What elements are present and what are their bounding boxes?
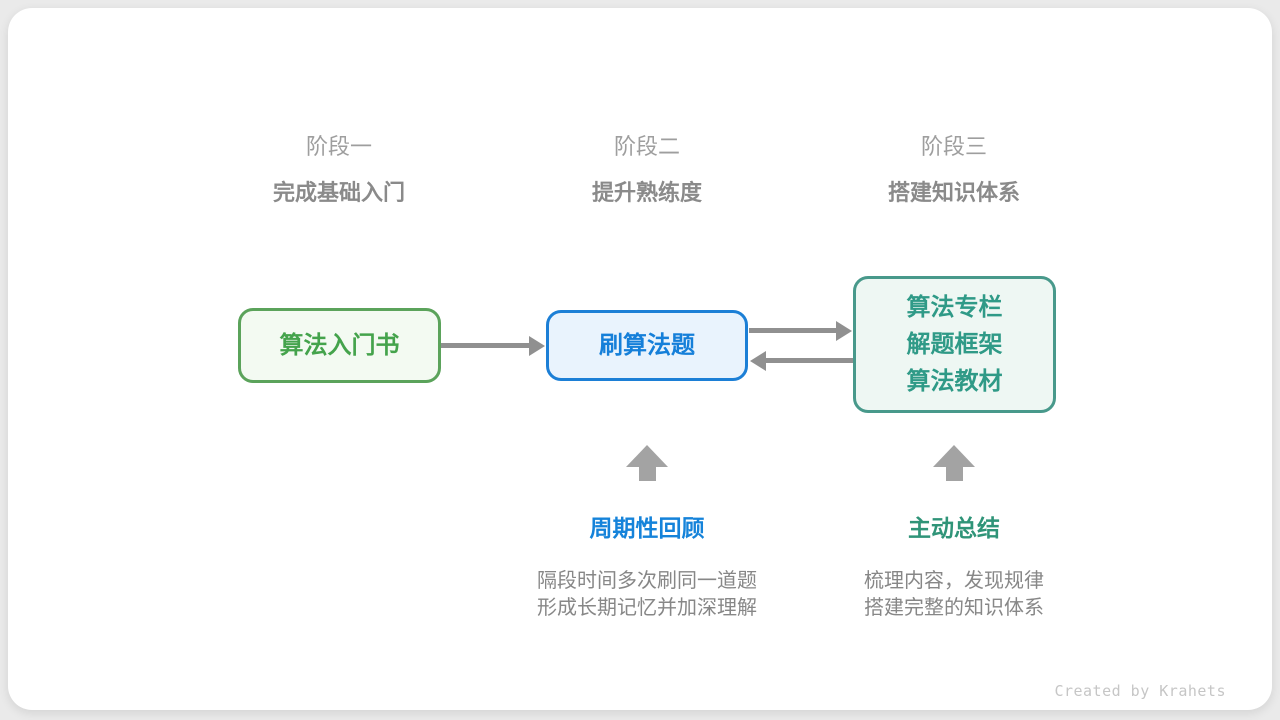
node-knowledge-resources: 算法专栏 解题框架 算法教材 (853, 276, 1056, 413)
stage-3-subtitle: 搭建知识体系 (887, 180, 1020, 205)
stage-2-label: 阶段二 (613, 134, 680, 159)
annotation-active-summary-desc: 梳理内容，发现规律 搭建完整的知识体系 (804, 568, 1104, 622)
up-arrow-icon (626, 445, 668, 481)
annotation-periodic-review-title: 周期性回顾 (589, 515, 705, 541)
annotation-periodic-review: 周期性回顾 隔段时间多次刷同一道题 形成长期记忆并加深理解 (497, 516, 797, 622)
desc-line: 搭建完整的知识体系 (864, 597, 1044, 619)
stage-3-header: 阶段三 搭建知识体系 (834, 134, 1074, 206)
desc-line: 梳理内容，发现规律 (864, 570, 1044, 592)
arrow-right-icon (441, 335, 545, 356)
arrow-right-icon (749, 320, 852, 341)
up-arrow-head (933, 445, 975, 467)
up-arrow-icon (933, 445, 975, 481)
node-knowledge-resources-line-1: 算法专栏 (906, 294, 1003, 321)
stage-3-label: 阶段三 (920, 134, 987, 159)
up-arrow-head (626, 445, 668, 467)
node-practice-problems: 刷算法题 (546, 310, 748, 381)
stage-1-subtitle: 完成基础入门 (272, 180, 405, 205)
node-practice-problems-label: 刷算法题 (599, 332, 695, 359)
node-intro-book: 算法入门书 (238, 308, 441, 383)
desc-line: 隔段时间多次刷同一道题 (537, 570, 757, 592)
annotation-active-summary: 主动总结 梳理内容，发现规律 搭建完整的知识体系 (804, 516, 1104, 622)
arrow-left-icon (750, 350, 853, 371)
node-knowledge-resources-line-2: 解题框架 (906, 331, 1003, 358)
node-intro-book-label: 算法入门书 (279, 332, 400, 359)
stage-2-subtitle: 提升熟练度 (591, 180, 702, 205)
footer-credit: Created by Krahets (1054, 682, 1226, 700)
up-arrow-stem (638, 467, 656, 481)
stage-1-label: 阶段一 (305, 134, 372, 159)
annotation-active-summary-title: 主动总结 (908, 515, 1000, 541)
stage-2-header: 阶段二 提升熟练度 (527, 134, 767, 206)
stage-1-header: 阶段一 完成基础入门 (219, 134, 459, 206)
diagram-card: 阶段一 完成基础入门 阶段二 提升熟练度 阶段三 搭建知识体系 算法入门书 刷算… (8, 8, 1272, 710)
node-knowledge-resources-line-3: 算法教材 (906, 368, 1003, 395)
desc-line: 形成长期记忆并加深理解 (537, 597, 757, 619)
annotation-periodic-review-desc: 隔段时间多次刷同一道题 形成长期记忆并加深理解 (497, 568, 797, 622)
up-arrow-stem (945, 467, 963, 481)
